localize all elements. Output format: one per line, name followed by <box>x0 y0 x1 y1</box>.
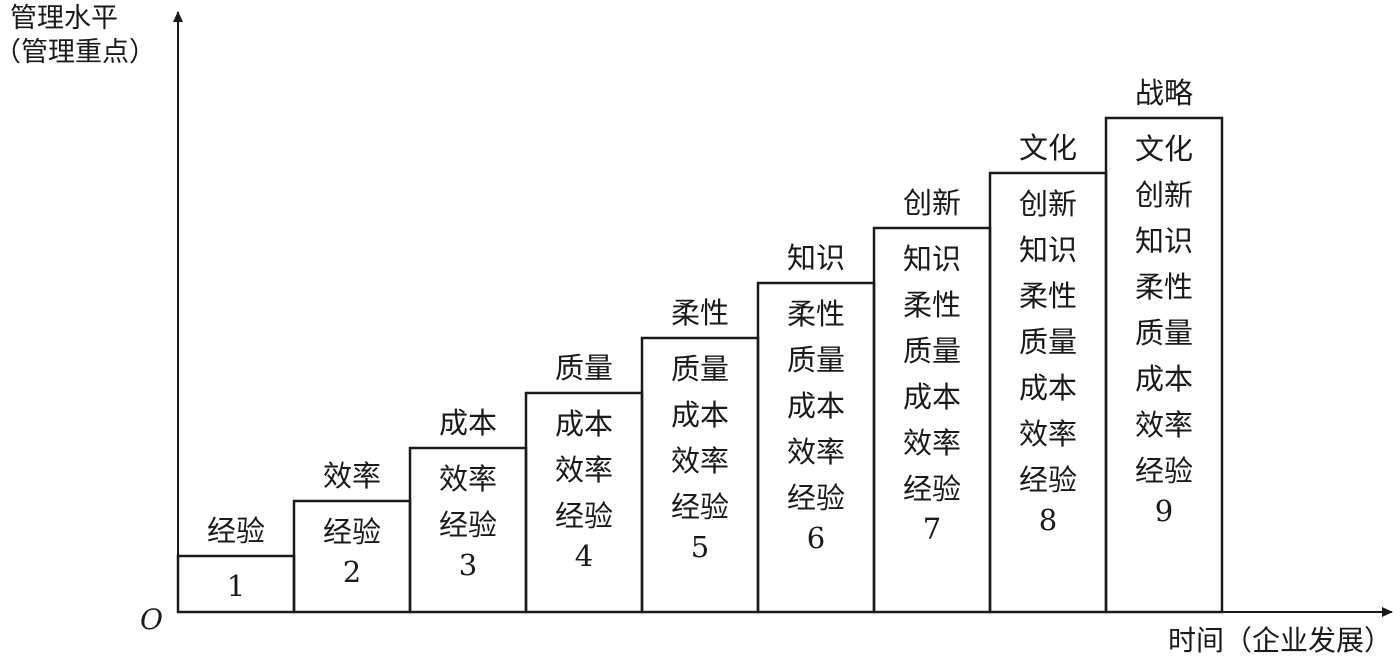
stage-8-content-item: 知识 <box>1019 233 1077 267</box>
stage-8-focus-label: 文化 <box>1019 131 1077 165</box>
y-axis-label-line2: （管理重点） <box>0 37 156 68</box>
stage-8-content-item: 经验 <box>1019 463 1077 497</box>
stage-6-content-item: 成本 <box>787 389 845 423</box>
stage-2-number: 2 <box>343 555 361 589</box>
stage-2-content-item: 经验 <box>323 515 381 549</box>
stage-9-box <box>1104 116 1224 614</box>
stage-5-content-item: 质量 <box>671 352 729 386</box>
stage-9-focus-label: 战略 <box>1135 76 1193 110</box>
stage-6-content-item: 经验 <box>787 481 845 515</box>
stage-6-number: 6 <box>807 521 825 555</box>
stage-9-content-item: 知识 <box>1135 224 1193 258</box>
stage-7-content-item: 经验 <box>903 472 961 506</box>
stage-9-number: 9 <box>1155 494 1173 528</box>
stage-8-content-item: 成本 <box>1019 371 1077 405</box>
stage-7-number: 7 <box>923 512 941 546</box>
stage-4-number: 4 <box>575 539 593 573</box>
stage-9-content-item: 成本 <box>1135 362 1193 396</box>
stage-6-content-item: 质量 <box>787 343 845 377</box>
stage-4-content-item: 成本 <box>555 407 613 441</box>
stage-5-focus-label: 柔性 <box>671 296 729 330</box>
stage-6-content-item: 柔性 <box>787 297 845 331</box>
stage-7-content-item: 效率 <box>903 426 961 460</box>
stage-8-content-item: 质量 <box>1019 325 1077 359</box>
stage-8-content-item: 创新 <box>1019 187 1077 221</box>
stage-6-content-item: 效率 <box>787 435 845 469</box>
y-axis-label-line1: 管理水平 <box>10 3 118 34</box>
stage-7-box <box>872 226 992 614</box>
stage-2-focus-label: 效率 <box>323 459 381 493</box>
stage-5-number: 5 <box>691 530 709 564</box>
stage-3-content-item: 效率 <box>439 462 497 496</box>
stage-9-content-item: 创新 <box>1135 178 1193 212</box>
stage-4-content-item: 效率 <box>555 453 613 487</box>
stage-6-focus-label: 知识 <box>787 241 845 275</box>
stage-8-content-item: 柔性 <box>1019 279 1077 313</box>
stage-7-content-item: 成本 <box>903 380 961 414</box>
stage-3-focus-label: 成本 <box>439 406 497 440</box>
stage-7-content-item: 柔性 <box>903 288 961 322</box>
stage-8-number: 8 <box>1039 503 1057 537</box>
stage-1-number: 1 <box>227 569 245 603</box>
stage-group: 经验1效率经验2成本效率经验3质量成本效率经验4柔性质量成本效率经验5知识柔性质… <box>176 76 1224 614</box>
stage-8-content-item: 效率 <box>1019 417 1077 451</box>
stage-5-content-item: 经验 <box>671 490 729 524</box>
stage-9-content-item: 质量 <box>1135 316 1193 350</box>
stage-9-content-item: 经验 <box>1135 454 1193 488</box>
stage-9-content-item: 柔性 <box>1135 270 1193 304</box>
stage-4-content-item: 经验 <box>555 499 613 533</box>
stage-3-number: 3 <box>459 548 477 582</box>
stage-5-content-item: 效率 <box>671 444 729 478</box>
stage-7-content-item: 质量 <box>903 334 961 368</box>
stage-7-content-item: 知识 <box>903 242 961 276</box>
x-axis-label: 时间（企业发展） <box>1168 624 1392 657</box>
stage-9-content-item: 文化 <box>1135 132 1193 166</box>
stage-3-content-item: 经验 <box>439 508 497 542</box>
stage-5-content-item: 成本 <box>671 398 729 432</box>
origin-label: O <box>140 603 163 636</box>
stage-1-focus-label: 经验 <box>207 514 265 548</box>
stage-7-focus-label: 创新 <box>903 186 961 220</box>
stage-9-content-item: 效率 <box>1135 408 1193 442</box>
stage-4-focus-label: 质量 <box>555 351 613 385</box>
